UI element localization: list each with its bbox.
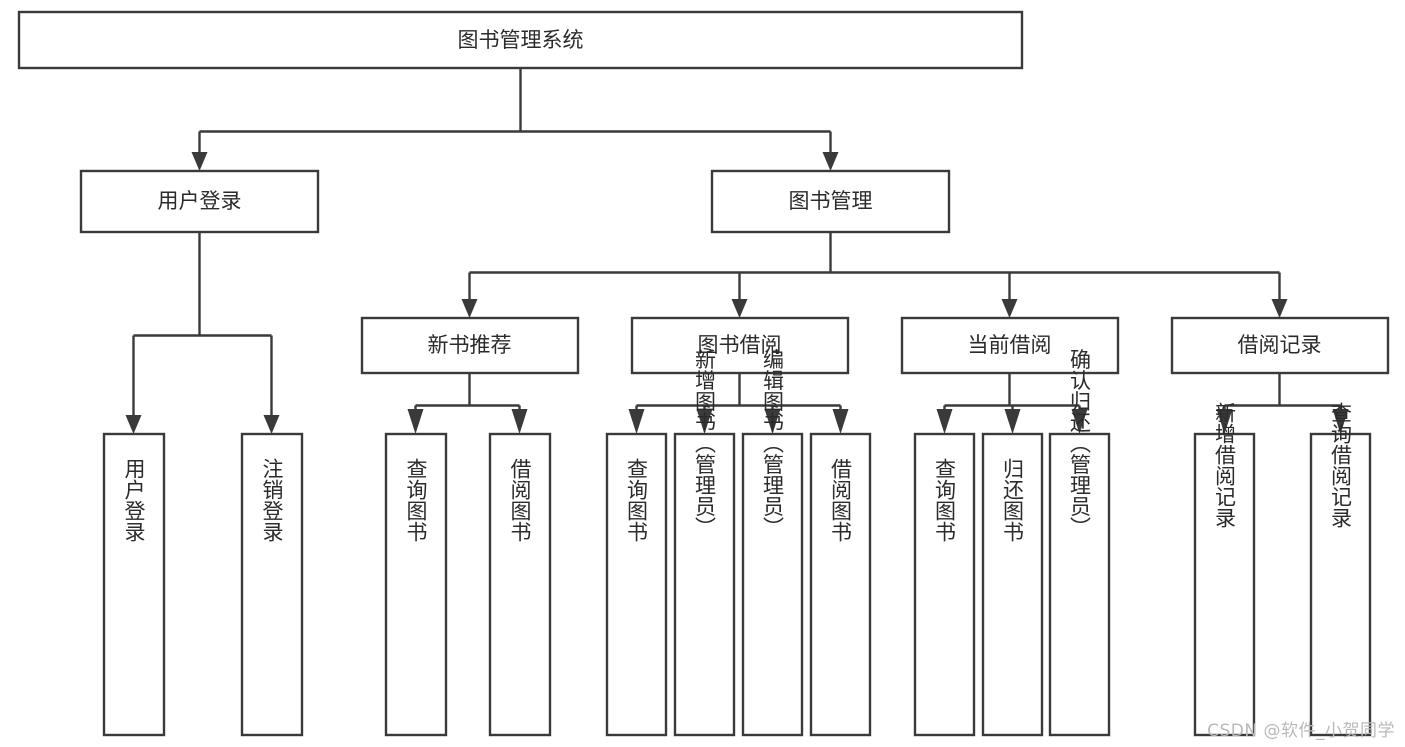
- arrow-user-login-leaf-2: [263, 415, 280, 434]
- node-box: [710, 169, 951, 234]
- arrow-book-borrow-leaf-1: [628, 409, 645, 434]
- arrow-book-borrow-leaf-4: [832, 409, 849, 434]
- node-label: 注销登录: [260, 458, 284, 542]
- leaf-user-login-logout[interactable]: 注销登录: [240, 432, 304, 737]
- arrow-new-book-leaf-1: [407, 409, 424, 434]
- arrow-current-borrow-leaf-2: [1004, 409, 1021, 434]
- leaf-current-borrow-return-book[interactable]: 归还图书: [981, 432, 1044, 737]
- node-label: 新书推荐: [428, 333, 512, 357]
- node-book-management[interactable]: 图书管理: [710, 169, 951, 234]
- leaf-borrow-record-query-record[interactable]: 查询借阅记录: [1309, 402, 1372, 737]
- node-root-book-management-system[interactable]: 图书管理系统: [17, 10, 1024, 70]
- arrow-new-book-leaf-2: [511, 409, 528, 434]
- node-borrowing-record[interactable]: 借阅记录: [1170, 316, 1390, 375]
- node-label: 查询图书: [625, 458, 649, 542]
- node-box: [913, 432, 976, 737]
- arrow-to-current-borrow: [1001, 299, 1018, 318]
- arrow-to-borrow-record: [1271, 299, 1288, 318]
- node-user-login[interactable]: 用户登录: [79, 169, 320, 234]
- node-box: [17, 10, 1024, 70]
- node-current-borrowing[interactable]: 当前借阅: [900, 316, 1120, 375]
- arrow-to-user-login: [191, 152, 208, 171]
- node-box: [981, 432, 1044, 737]
- node-label: 当前借阅: [968, 333, 1052, 357]
- node-box: [488, 432, 552, 737]
- node-label: 查询借阅记录: [1329, 402, 1353, 528]
- arrow-book-borrow-leaf-3: [764, 409, 781, 434]
- leaf-new-book-borrow-book[interactable]: 借阅图书: [488, 432, 552, 737]
- arrow-to-new-book-rec: [461, 299, 478, 318]
- leaf-current-borrow-confirm-return-admin[interactable]: 确认归还（管理员）: [1048, 349, 1111, 737]
- leaf-book-borrow-edit-book-admin[interactable]: 编辑图书（管理员）: [741, 349, 804, 737]
- node-book-borrowing[interactable]: 图书借阅: [630, 316, 850, 375]
- node-label: 编辑图书（管理员）: [761, 349, 785, 538]
- node-label: 确认归还（管理员）: [1068, 349, 1092, 538]
- node-label: 新增借阅记录: [1213, 402, 1237, 528]
- node-label: 新增图书（管理员）: [693, 349, 717, 538]
- node-label: 查询图书: [404, 458, 428, 542]
- node-label: 归还图书: [1001, 458, 1025, 542]
- arrow-borrow-record-leaf-2: [1332, 409, 1349, 434]
- node-box: [605, 432, 668, 737]
- arrow-user-login-leaf-1: [125, 415, 142, 434]
- leaf-current-borrow-query-book[interactable]: 查询图书: [913, 432, 976, 737]
- node-label: 借阅图书: [829, 458, 853, 542]
- node-box: [1309, 432, 1372, 737]
- node-label: 图书管理: [789, 189, 873, 213]
- node-box: [673, 432, 736, 737]
- node-box: [240, 432, 304, 737]
- arrow-to-book-borrow: [731, 299, 748, 318]
- node-box: [360, 316, 580, 375]
- node-label: 图书借阅: [698, 333, 782, 357]
- node-box: [79, 169, 320, 234]
- arrow-borrow-record-leaf-1: [1216, 409, 1233, 434]
- node-box: [741, 432, 804, 737]
- leaf-book-borrow-query-book[interactable]: 查询图书: [605, 432, 668, 737]
- leaf-borrow-record-add-record[interactable]: 新增借阅记录: [1193, 402, 1256, 737]
- leaf-book-borrow-add-book-admin[interactable]: 新增图书（管理员）: [673, 349, 736, 737]
- node-label: 查询图书: [933, 458, 957, 542]
- leaf-book-borrow-borrow-book[interactable]: 借阅图书: [809, 432, 872, 737]
- arrow-current-borrow-leaf-3: [1071, 409, 1088, 434]
- node-box: [384, 432, 448, 737]
- arrow-current-borrow-leaf-1: [936, 409, 953, 434]
- node-box: [630, 316, 850, 375]
- node-box: [900, 316, 1120, 375]
- node-box: [809, 432, 872, 737]
- node-label: 借阅图书: [508, 458, 532, 542]
- node-box: [102, 432, 166, 737]
- leaf-new-book-query-book[interactable]: 查询图书: [384, 432, 448, 737]
- node-label: 借阅记录: [1238, 333, 1322, 357]
- arrow-to-book-mgmt: [822, 152, 839, 171]
- arrow-book-borrow-leaf-2: [696, 409, 713, 434]
- leaf-user-login-user-login[interactable]: 用户登录: [102, 432, 166, 737]
- node-box: [1048, 432, 1111, 737]
- node-new-book-recommendation[interactable]: 新书推荐: [360, 316, 580, 375]
- node-label: 用户登录: [122, 458, 146, 542]
- node-box: [1193, 432, 1256, 737]
- connectors-group: [125, 68, 1349, 434]
- node-label: 用户登录: [158, 189, 242, 213]
- node-box: [1170, 316, 1390, 375]
- node-label: 图书管理系统: [458, 28, 584, 52]
